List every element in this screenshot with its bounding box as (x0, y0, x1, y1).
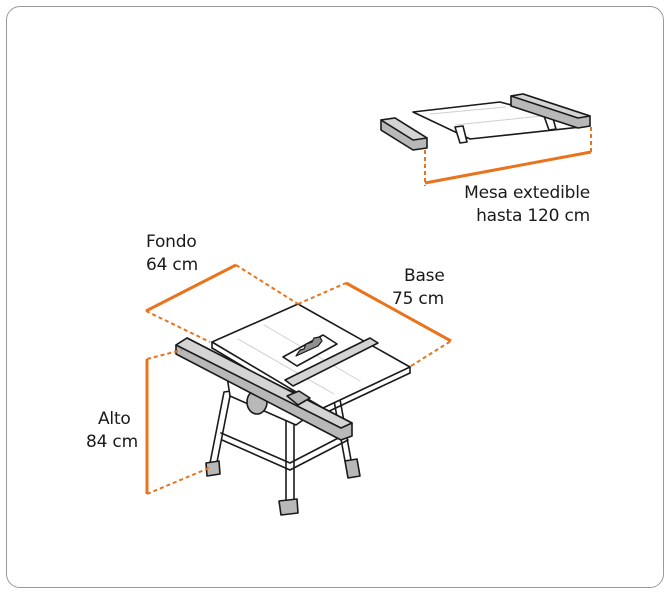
depth-label-line2: 64 cm (146, 255, 198, 275)
height-label-line1: Alto (98, 409, 131, 429)
height-label-line2: 84 cm (86, 432, 138, 452)
depth-label-line1: Fondo (146, 232, 197, 252)
height-dimension-line (145, 349, 210, 495)
extension-table-illustration (380, 93, 591, 151)
extension-label-line1: Mesa extedible (464, 183, 590, 203)
table-saw-illustration (175, 303, 411, 516)
extension-label-line2: hasta 120 cm (476, 206, 590, 226)
width-label-line2: 75 cm (392, 289, 444, 309)
diagram-panel (6, 6, 664, 588)
extension-dimension-line (424, 127, 592, 186)
width-dimension-line (297, 281, 452, 367)
width-label-line1: Base (404, 266, 445, 286)
depth-dimension-line (145, 263, 299, 343)
